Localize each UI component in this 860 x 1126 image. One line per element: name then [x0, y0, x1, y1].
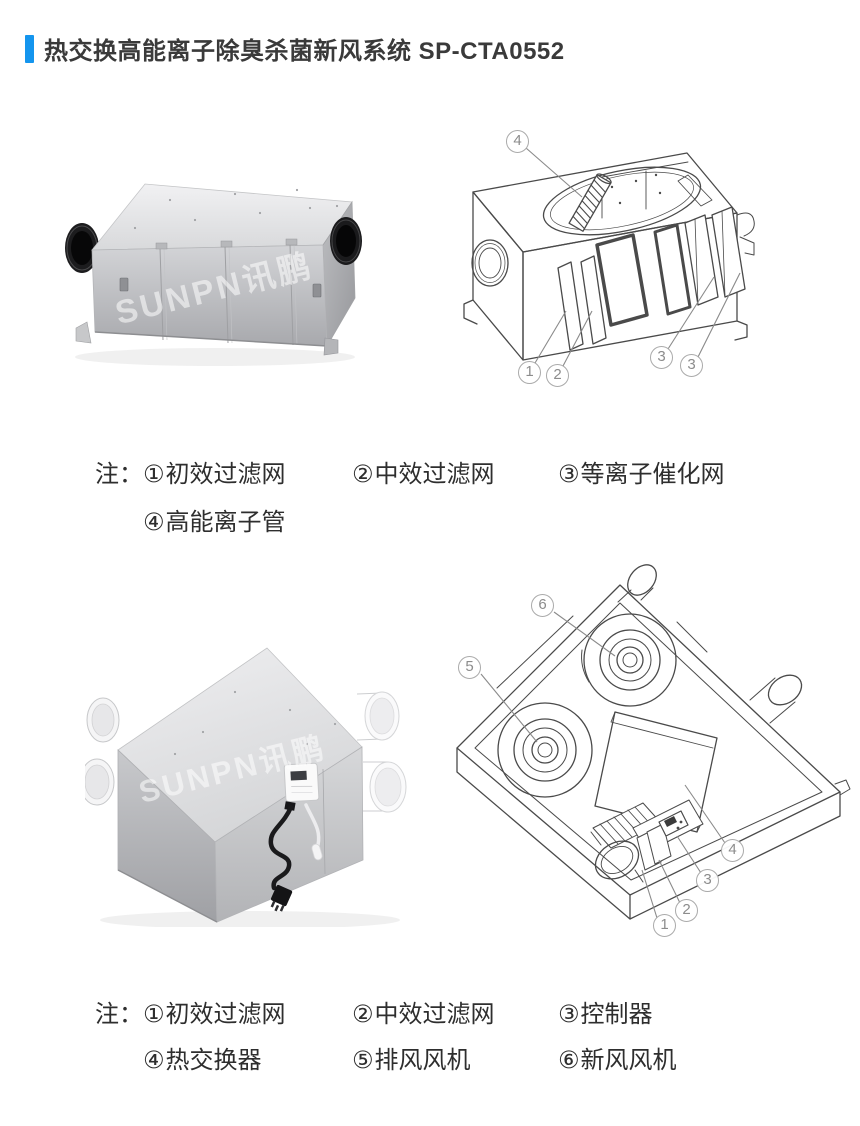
- note-item: ⑤排风风机: [352, 1047, 471, 1074]
- fan-fresh-air: [581, 613, 677, 707]
- note-item: ②中效过滤网: [352, 461, 495, 488]
- notes-prefix: 注：: [95, 1001, 143, 1028]
- diagram-duct-top: [617, 564, 657, 603]
- duct-port-right: [330, 217, 362, 265]
- product-photo-top: SUNPN讯鹏: [65, 150, 400, 380]
- diagram-duct-right: [749, 674, 803, 724]
- unit-body: [117, 647, 364, 923]
- controller-board: [658, 810, 689, 837]
- callout-6: 6: [531, 594, 554, 617]
- duct-port-right-upper: [356, 691, 400, 741]
- duct-port-left-lower: [85, 758, 115, 806]
- power-plug: [270, 884, 293, 912]
- duct-port-left: [65, 223, 99, 273]
- diagram-internals-art: [456, 564, 851, 920]
- unit-body: [75, 183, 356, 356]
- product-photo-bottom-art: SUNPN讯鹏: [85, 647, 407, 927]
- note-item: ④热交换器: [143, 1047, 262, 1074]
- note-item: ①初效过滤网: [143, 1001, 286, 1028]
- diagram-filters: 4 1 2 3 3: [450, 115, 850, 405]
- diagram-internals: 6 5 4 3 2 1: [445, 560, 860, 960]
- fan-exhaust: [497, 702, 593, 798]
- product-photo-top-art: SUNPN讯鹏: [65, 183, 362, 366]
- callout-3: 3: [696, 869, 719, 892]
- heat-exchanger: [594, 711, 718, 833]
- duct-port-right-lower: [363, 761, 407, 813]
- page-header: 热交换高能离子除臭杀菌新风系统 SP-CTA0552: [25, 31, 565, 66]
- callout-4: 4: [721, 839, 744, 862]
- note-item: ①初效过滤网: [143, 461, 286, 488]
- callout-3b: 3: [680, 354, 703, 377]
- callout-3a: 3: [650, 346, 673, 369]
- product-photo-bottom: SUNPN讯鹏: [85, 612, 445, 927]
- callout-2: 2: [546, 364, 569, 387]
- notes-prefix: 注：: [95, 461, 143, 488]
- callout-4: 4: [506, 130, 529, 153]
- note-item: ④高能离子管: [143, 509, 286, 536]
- power-cord: [268, 801, 323, 912]
- callout-1: 1: [518, 361, 541, 384]
- accent-bar: [25, 34, 34, 63]
- diagram-filters-art: [463, 147, 755, 367]
- note-item: ③控制器: [558, 1001, 653, 1028]
- callout-2: 2: [675, 899, 698, 922]
- callout-5: 5: [458, 656, 481, 679]
- diagram-duct-bottom: [590, 831, 644, 883]
- page-title: 热交换高能离子除臭杀菌新风系统 SP-CTA0552: [44, 38, 565, 65]
- note-item: ②中效过滤网: [352, 1001, 495, 1028]
- note-item: ⑥新风风机: [558, 1047, 677, 1074]
- note-item: ③等离子催化网: [558, 461, 725, 488]
- control-box: [283, 762, 320, 803]
- diagram-duct-left: [471, 239, 509, 287]
- ion-tube: [568, 173, 612, 232]
- callout-1: 1: [653, 914, 676, 937]
- duct-port-left-upper: [86, 697, 120, 743]
